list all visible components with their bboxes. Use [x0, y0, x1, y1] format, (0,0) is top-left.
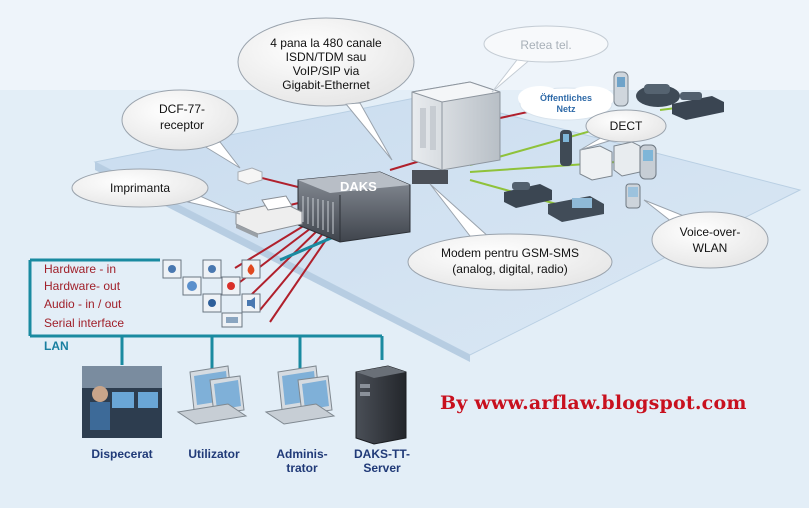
lan-label: LAN — [44, 339, 69, 353]
callout-printer: Imprimanta — [71, 168, 241, 215]
desk-phone-top-1 — [636, 84, 680, 107]
daks-label: DAKS — [340, 179, 377, 194]
mobile-phone-right — [639, 144, 657, 180]
admin-workstations — [264, 365, 336, 425]
callout-modem-line-1: Modem pentru GSM-SMS — [441, 246, 579, 260]
dispatcher-photo — [82, 366, 162, 438]
modem-box — [412, 170, 448, 184]
callout-dcf-line-1: DCF-77- — [159, 102, 205, 116]
callout-channels-line-4: Gigabit-Ethernet — [282, 78, 370, 92]
daks-rack — [297, 171, 411, 243]
station-label-admin: Adminis- trator — [260, 447, 344, 475]
station-label-admin-line-1: Adminis- — [276, 447, 328, 461]
desk-phone-low — [548, 196, 604, 222]
station-label-server: DAKS-TT- Server — [340, 447, 424, 475]
printer — [235, 195, 303, 238]
label-serial: Serial interface — [44, 316, 125, 330]
credit-text: By www.arflaw.blogspot.com — [440, 392, 747, 414]
station-label-user: Utilizator — [188, 447, 240, 461]
platform-edge — [95, 162, 470, 362]
gateway-tower — [411, 81, 501, 171]
callout-channels: 4 pana la 480 canale ISDN/TDM sau VoIP/S… — [237, 17, 415, 161]
speaker-icon — [247, 297, 255, 309]
callout-modem-line-2: (analog, digital, radio) — [452, 262, 567, 276]
fire-icon — [247, 264, 255, 275]
mobile-phone-top — [613, 71, 629, 107]
public-network-cloud — [518, 86, 614, 121]
alarm-button-icon — [227, 282, 235, 290]
callout-channels-line-2: ISDN/TDM sau — [286, 50, 367, 64]
callout-wlan: Voice-over- WLAN — [643, 199, 769, 269]
pda-device — [625, 183, 641, 209]
station-label-dispatcher: Dispecerat — [91, 447, 153, 461]
serial-port-icon — [226, 317, 238, 323]
callout-dcf-line-2: receptor — [160, 118, 204, 132]
light-icon — [187, 281, 197, 291]
accessibility-icon — [208, 299, 216, 307]
callout-modem: Modem pentru GSM-SMS (analog, digital, r… — [407, 183, 613, 291]
public-net-label-1: Öffentliches — [540, 93, 592, 103]
callout-dect-text: DECT — [610, 119, 643, 133]
sensor-icon — [168, 265, 176, 273]
public-net-label-2: Netz — [556, 104, 576, 114]
station-label-server-line-2: Server — [363, 461, 401, 475]
desk-phone-mid — [504, 182, 552, 208]
io-device-grid — [162, 259, 261, 328]
server-tower — [355, 365, 407, 445]
label-hardware-in: Hardware - in — [44, 262, 117, 276]
callout-dcf: DCF-77- receptor — [121, 89, 241, 169]
label-audio: Audio - in / out — [44, 297, 122, 311]
desk-phone-top-2 — [672, 92, 724, 120]
dcf-receiver — [237, 167, 263, 185]
callout-dect: DECT — [579, 109, 667, 151]
station-label-server-line-1: DAKS-TT- — [354, 447, 410, 461]
callout-wlan-line-2: WLAN — [693, 241, 728, 255]
dect-base — [579, 141, 641, 181]
callout-wlan-line-1: Voice-over- — [680, 225, 741, 239]
label-hardware-out: Hardware- out — [44, 279, 121, 293]
person-alarm-icon — [208, 265, 216, 273]
lan-network — [28, 230, 384, 372]
user-workstations — [176, 365, 248, 425]
callout-channels-line-3: VoIP/SIP via — [293, 64, 360, 78]
callout-channels-line-1: 4 pana la 480 canale — [270, 36, 382, 50]
station-label-admin-line-2: trator — [286, 461, 318, 475]
callout-network: Retea tel. — [483, 25, 609, 93]
dect-handset — [560, 130, 572, 166]
callout-network-text: Retea tel. — [520, 38, 571, 52]
callout-printer-text: Imprimanta — [110, 181, 170, 195]
